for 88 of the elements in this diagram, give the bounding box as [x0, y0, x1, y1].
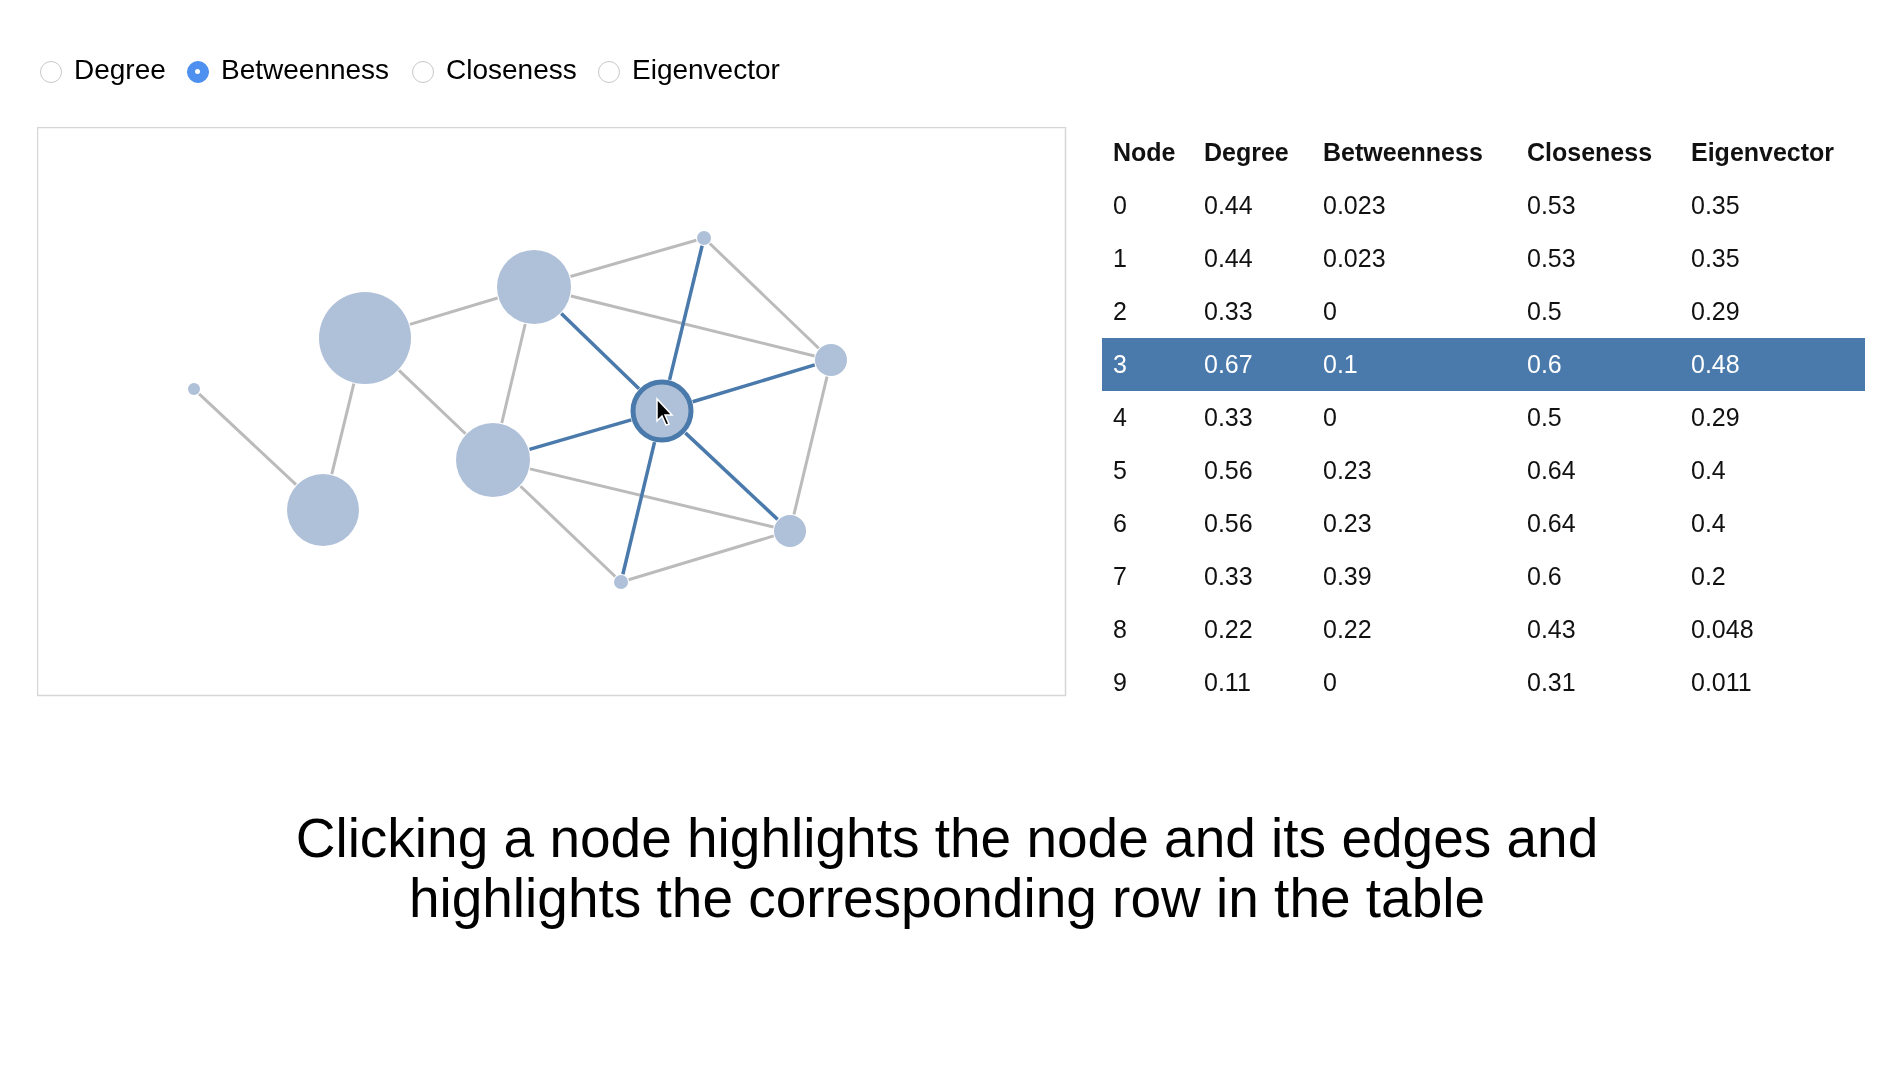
graph-node — [815, 344, 847, 376]
table-cell-text: 0 — [1323, 667, 1337, 698]
table-cell-text: 4 — [1113, 402, 1127, 433]
graph-edge — [570, 238, 697, 278]
graph-edge — [692, 363, 816, 404]
table-cell-text: 0.22 — [1204, 614, 1253, 645]
graph-edge — [708, 242, 820, 350]
graph-edge — [529, 467, 774, 529]
table-cell-text: 0.35 — [1691, 243, 1740, 274]
graph-edge — [330, 383, 356, 475]
graph-edge — [684, 431, 779, 521]
table-cell-text: 0.22 — [1323, 614, 1372, 645]
table-cell-text: 8 — [1113, 614, 1127, 645]
graph-edge — [667, 245, 704, 381]
table-cell-text: 6 — [1113, 508, 1127, 539]
table-cell-text: 9 — [1113, 667, 1127, 698]
radio-label: Eigenvector — [632, 54, 780, 86]
graph-edge — [570, 294, 815, 358]
table-cell-text: 0.23 — [1323, 508, 1372, 539]
graph-edge — [409, 296, 499, 326]
graph-edge — [792, 376, 829, 515]
table-cell-text: 0.023 — [1323, 243, 1386, 274]
table-cell-text: 0.023 — [1323, 190, 1386, 221]
table-cell-text: 0.64 — [1527, 455, 1576, 486]
graph-node — [188, 383, 200, 395]
column-header: Node — [1113, 137, 1176, 168]
table-cell-text: 7 — [1113, 561, 1127, 592]
table-cell-text: 0.31 — [1527, 667, 1576, 698]
graph-node — [456, 423, 530, 497]
graph-edge — [500, 323, 527, 424]
table-cell-text: 0.48 — [1691, 349, 1740, 380]
table-cell-text: 0.6 — [1527, 349, 1562, 380]
graph-node — [497, 250, 571, 324]
table-cell-text: 0.35 — [1691, 190, 1740, 221]
table-cell-text: 5 — [1113, 455, 1127, 486]
table-cell-text: 0.23 — [1323, 455, 1372, 486]
graph-edge — [560, 312, 641, 390]
table-cell-text: 0.4 — [1691, 455, 1726, 486]
table-cell-text: 0.44 — [1204, 243, 1253, 274]
graph-node — [697, 231, 711, 245]
graph-edge — [398, 369, 467, 435]
graph-node — [287, 474, 359, 546]
table-cell-text: 0.53 — [1527, 243, 1576, 274]
caption: Clicking a node highlights the node and its edges and highlights the corresponding row in the table — [294, 808, 1600, 928]
table-cell-text: 0.5 — [1527, 402, 1562, 433]
table-cell-text: 1 — [1113, 243, 1127, 274]
graph-edge — [198, 392, 298, 486]
table-cell-text: 0.64 — [1527, 508, 1576, 539]
column-header: Closeness — [1527, 137, 1653, 168]
table-cell-text: 0 — [1113, 190, 1127, 221]
graph-node — [319, 292, 411, 384]
table-cell-text: 0.44 — [1204, 190, 1253, 221]
table-cell-text: 0.56 — [1204, 508, 1253, 539]
radio-label: Closeness — [446, 54, 577, 86]
graph-edge — [621, 441, 657, 575]
radio-label: Degree — [74, 54, 166, 86]
table-cell-text: 0.011 — [1691, 667, 1752, 698]
table-cell-text: 0.5 — [1527, 296, 1562, 327]
table-cell-text: 0 — [1323, 296, 1337, 327]
table-cell-text: 0.67 — [1204, 349, 1253, 380]
column-header: Degree — [1204, 137, 1289, 168]
table-cell-text: 0.56 — [1204, 455, 1253, 486]
table-cell-text: 3 — [1113, 349, 1127, 380]
graph-edge — [519, 485, 617, 578]
table-cell-text: 0.29 — [1691, 402, 1740, 433]
table-cell-text: 0 — [1323, 402, 1337, 433]
table-cell-text: 0.33 — [1204, 296, 1253, 327]
graph-node — [774, 515, 806, 547]
column-header: Betweenness — [1323, 137, 1483, 168]
table-cell-text: 0.53 — [1527, 190, 1576, 221]
table-cell-text: 2 — [1113, 296, 1127, 327]
table-cell-text: 0.11 — [1204, 667, 1251, 698]
table-cell-text: 0.6 — [1527, 561, 1562, 592]
graph-edge — [628, 534, 775, 582]
selected-graph-node — [630, 379, 694, 443]
table-cell-text: 0.048 — [1691, 614, 1754, 645]
table-cell-text: 0.39 — [1323, 561, 1372, 592]
column-header: Eigenvector — [1691, 137, 1835, 168]
graph-node — [614, 575, 628, 589]
radio-label: Betweenness — [221, 54, 390, 86]
table-cell-text: 0.29 — [1691, 296, 1740, 327]
graph-edge — [529, 418, 632, 452]
table-cell-text: 0.2 — [1691, 561, 1726, 592]
table-cell-text: 0.4 — [1691, 508, 1726, 539]
table-cell-text: 0.33 — [1204, 402, 1253, 433]
table-cell-text: 0.33 — [1204, 561, 1253, 592]
table-cell-text: 0.1 — [1323, 349, 1358, 380]
table-cell-text: 0.43 — [1527, 614, 1576, 645]
